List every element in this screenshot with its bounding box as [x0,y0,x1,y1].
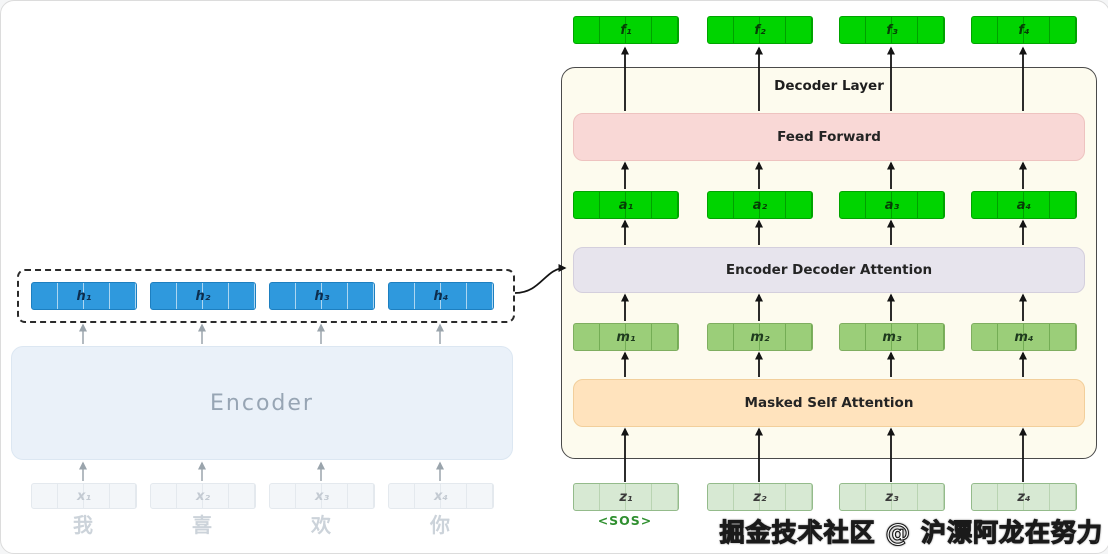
f3-label: f₃ [886,22,898,38]
a1-label: a₁ [618,197,634,213]
feed-forward-block: Feed Forward [573,113,1085,161]
encoder-input-x4: x₄ [388,483,494,509]
x2-label: x₂ [195,488,211,504]
encoder-box: Encoder [11,346,513,460]
decoder-output-f2: f₂ [707,16,813,44]
x1-label: x₁ [76,488,92,504]
attention-output-a3: a₃ [839,191,945,219]
masked-attention-output-m1: m₁ [573,323,679,351]
masked-self-attention-block: Masked Self Attention [573,379,1085,427]
x4-label: x₄ [433,488,449,504]
sos-token-label: <SOS> [597,513,653,528]
m2-label: m₂ [750,329,770,345]
a2-label: a₂ [752,197,768,213]
encoder-output-h4: h₄ [388,282,494,310]
encoder-input-x2: x₂ [150,483,256,509]
attention-output-a2: a₂ [707,191,813,219]
f2-label: f₂ [754,22,766,38]
encoder-output-h2: h₂ [150,282,256,310]
decoder-input-z4: z₄ [971,483,1077,511]
encoder-input-x3: x₃ [269,483,375,509]
masked-attention-output-m4: m₄ [971,323,1077,351]
f1-label: f₁ [620,22,632,38]
x3-label: x₃ [314,488,330,504]
decoder-output-f4: f₄ [971,16,1077,44]
source-token-2: 喜 [192,513,212,537]
h2-label: h₂ [195,288,211,304]
m3-label: m₃ [882,329,902,345]
decoder-output-f1: f₁ [573,16,679,44]
source-token-1: 我 [73,513,93,537]
feed-forward-label: Feed Forward [777,129,881,145]
decoder-input-z2: z₂ [707,483,813,511]
z2-label: z₂ [753,489,767,505]
encoder-decoder-attention-block: Encoder Decoder Attention [573,247,1085,293]
encoder-decoder-attention-label: Encoder Decoder Attention [725,262,933,278]
masked-self-attention-label: Masked Self Attention [744,395,914,411]
a3-label: a₃ [884,197,900,213]
source-token-3: 欢 [311,513,331,537]
m4-label: m₄ [1014,329,1034,345]
h1-label: h₁ [76,288,92,304]
decoder-input-z1: z₁ [573,483,679,511]
m1-label: m₁ [616,329,636,345]
masked-attention-output-m2: m₂ [707,323,813,351]
attention-output-a1: a₁ [573,191,679,219]
encoder-output-h1: h₁ [31,282,137,310]
decoder-input-z3: z₃ [839,483,945,511]
encoder-to-decoder-arrow [514,264,567,294]
encoder-output-group [17,269,515,323]
watermark-text: 掘金技术社区 @ 沪漂阿龙在努力 [719,517,1103,547]
decoder-output-f3: f₃ [839,16,945,44]
z3-label: z₃ [885,489,899,505]
h4-label: h₄ [433,288,449,304]
masked-attention-output-m3: m₃ [839,323,945,351]
z1-label: z₁ [619,489,633,505]
f4-label: f₄ [1018,22,1030,38]
source-token-4: 你 [430,513,450,537]
z4-label: z₄ [1017,489,1031,505]
decoder-layer-title: Decoder Layer [774,78,884,94]
a4-label: a₄ [1016,197,1032,213]
h3-label: h₃ [314,288,330,304]
encoder-input-x1: x₁ [31,483,137,509]
attention-output-a4: a₄ [971,191,1077,219]
encoder-output-h3: h₃ [269,282,375,310]
encoder-title: Encoder [210,390,314,416]
